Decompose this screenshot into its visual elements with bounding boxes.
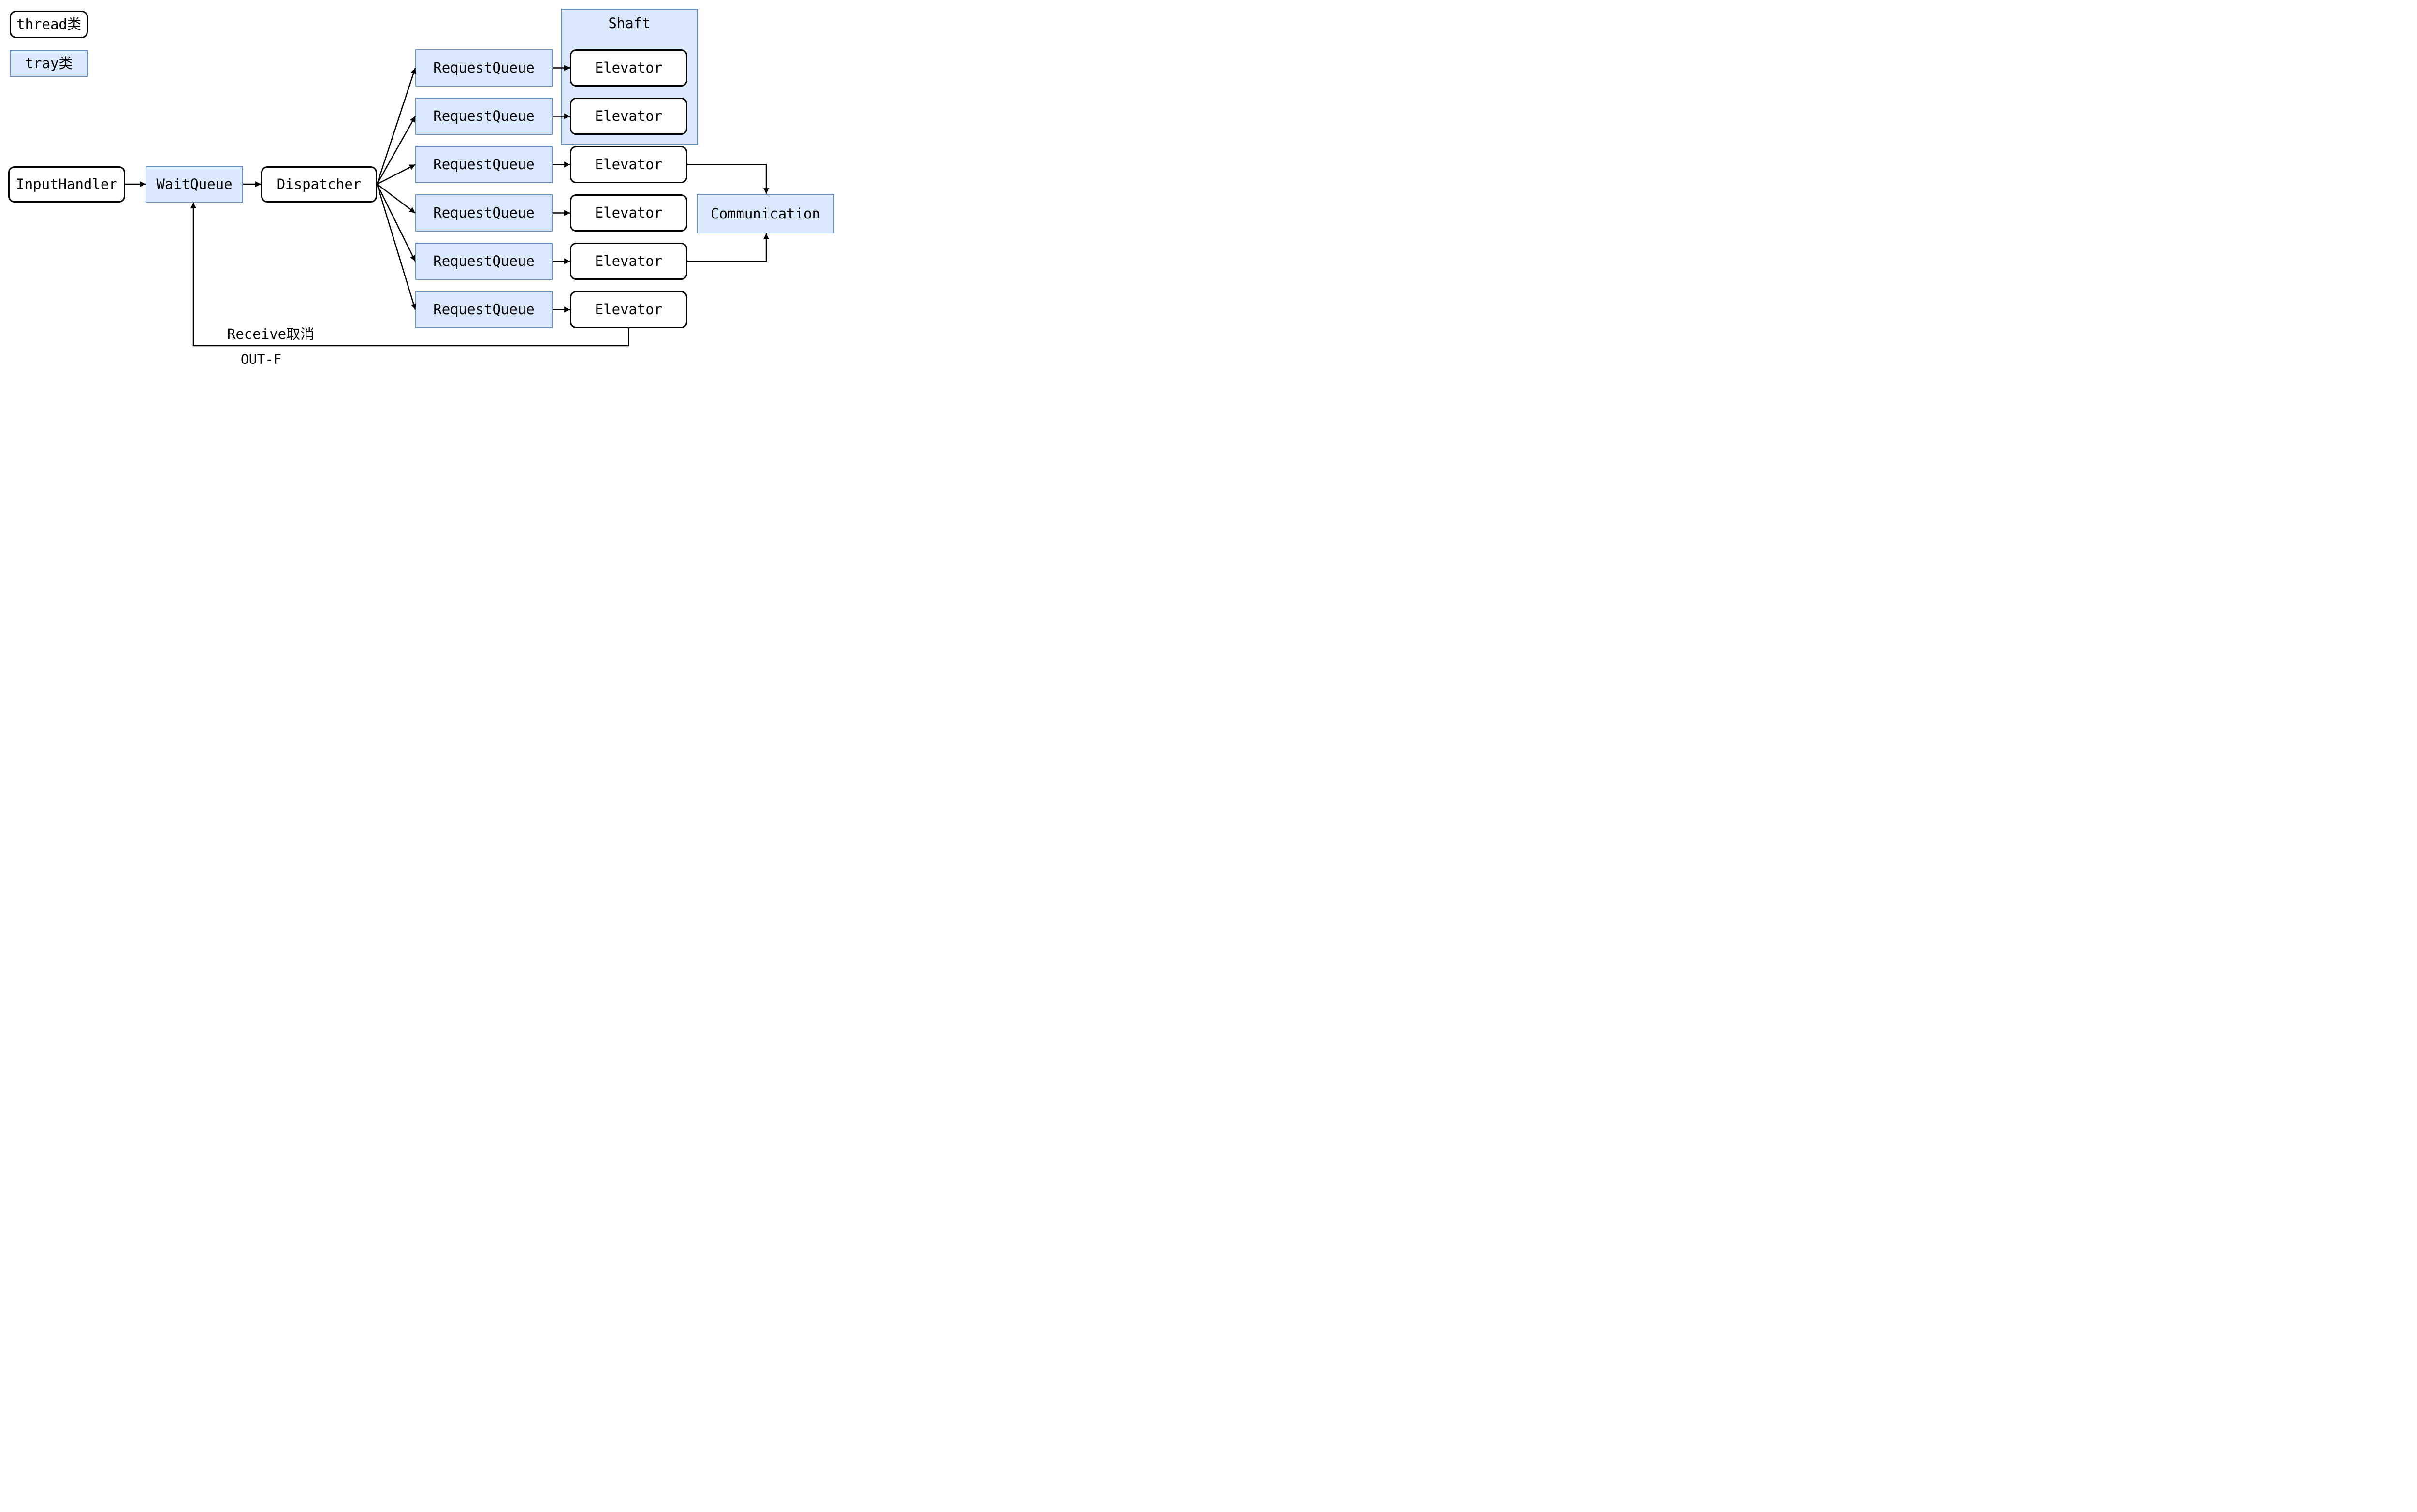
legend-thread-class: thread类 <box>10 11 88 38</box>
edge-elevator3-communication <box>687 164 769 194</box>
node-communication: Communication <box>697 194 834 233</box>
edge-dispatcher-requestqueue-2 <box>376 116 416 185</box>
edge-elevator5-communication <box>687 233 769 262</box>
node-input-handler: InputHandler <box>8 166 125 203</box>
node-elevator-6: Elevator <box>570 291 687 328</box>
edge-dispatcher-requestqueue-3 <box>377 164 416 185</box>
node-elevator-5: Elevator <box>570 243 687 280</box>
legend-tray-class: tray类 <box>10 50 88 77</box>
shaft-title: Shaft <box>608 15 651 31</box>
node-dispatcher: Dispatcher <box>261 166 377 203</box>
edge-label-out-f: OUT-F <box>240 351 282 367</box>
edge-dispatcher-requestqueue-5 <box>376 184 416 262</box>
node-request-queue-3: RequestQueue <box>415 146 553 183</box>
node-request-queue-5: RequestQueue <box>415 243 553 280</box>
node-elevator-3: Elevator <box>570 146 687 183</box>
node-wait-queue: WaitQueue <box>146 166 243 203</box>
node-request-queue-6: RequestQueue <box>415 291 553 328</box>
diagram-canvas: Shaft thread类 tray类 InputHandler WaitQue… <box>0 0 843 378</box>
node-request-queue-2: RequestQueue <box>415 98 553 135</box>
edge-dispatcher-requestqueue-1 <box>376 68 416 185</box>
node-request-queue-1: RequestQueue <box>415 49 553 87</box>
edge-dispatcher-requestqueue-6 <box>376 184 417 310</box>
node-elevator-1: Elevator <box>570 49 687 87</box>
edge-label-receive-cancel: Receive取消 <box>227 326 315 342</box>
node-elevator-2: Elevator <box>570 98 687 135</box>
node-request-queue-4: RequestQueue <box>415 194 553 232</box>
edge-dispatcher-requestqueue-4 <box>377 184 416 214</box>
node-elevator-4: Elevator <box>570 194 687 232</box>
